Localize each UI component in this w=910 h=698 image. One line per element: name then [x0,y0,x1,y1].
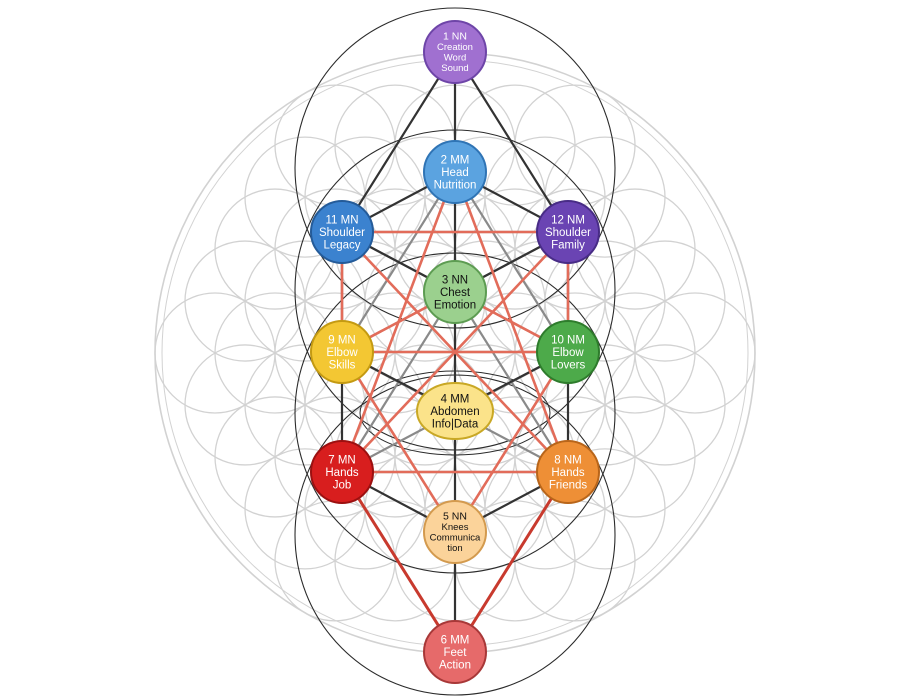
node-shape [536,440,600,504]
node-label-line: Chest [440,287,471,299]
node-label-line: 12 NM [551,215,585,227]
node-label-line: Lovers [551,360,586,372]
node-label-line: 9 MN [328,335,355,347]
node-label-line: Hands [325,467,358,479]
node-label-line: Communica [430,533,481,544]
node-label-line: 5 NN [443,511,467,523]
node-shape [423,20,487,84]
node-label-line: Nutrition [434,180,477,192]
red-connection [453,350,570,534]
node-label-line: Word [444,53,467,64]
node-shape [423,500,487,564]
node-label-line: 2 MM [441,155,470,167]
node-shape [423,620,487,684]
node-label-line: Friends [549,480,588,492]
node-label-line: Legacy [323,240,360,252]
node-label-line: Head [441,167,469,179]
node-label-line: 1 NN [443,31,467,43]
node-label-line: Knees [442,522,469,533]
node-shape [310,200,374,264]
node-label-line: 8 NM [554,455,581,467]
node-label-line: Info|Data [432,419,479,431]
black-connection [453,50,570,234]
node-label-line: Hands [551,467,584,479]
node-label-line: Creation [437,42,473,53]
node-label-line: 3 NN [442,275,468,287]
node-shape [536,200,600,264]
node-shape [310,320,374,384]
node-label-line: 7 MN [328,455,355,467]
node-shape [310,440,374,504]
node-label-line: 6 MM [441,635,470,647]
red-connection [340,350,457,534]
black-connection [340,50,457,234]
node-label-line: Elbow [326,347,358,359]
node-shape [423,140,487,204]
node-label-line: Skills [329,360,356,372]
node-label-line: Emotion [434,300,476,312]
node-label-line: Action [439,660,471,672]
node-label-line: 11 MN [325,215,358,227]
red-connection [453,470,570,654]
node-shape [423,260,487,324]
node-label-line: Shoulder [545,227,591,239]
node-label-line: 10 NM [551,335,585,347]
node-label-line: 4 MM [441,394,470,406]
node-label-line: Family [551,240,585,252]
red-connection [340,470,457,654]
node-label-line: Feet [443,647,467,659]
node-label-line: Abdomen [430,406,479,418]
node-label-line: Sound [441,63,468,74]
node-label-line: tion [447,543,462,554]
node-label-line: Elbow [552,347,584,359]
node-label-line: Shoulder [319,227,365,239]
node-label-line: Job [333,480,352,492]
node-shape [536,320,600,384]
node-shape [416,382,494,440]
